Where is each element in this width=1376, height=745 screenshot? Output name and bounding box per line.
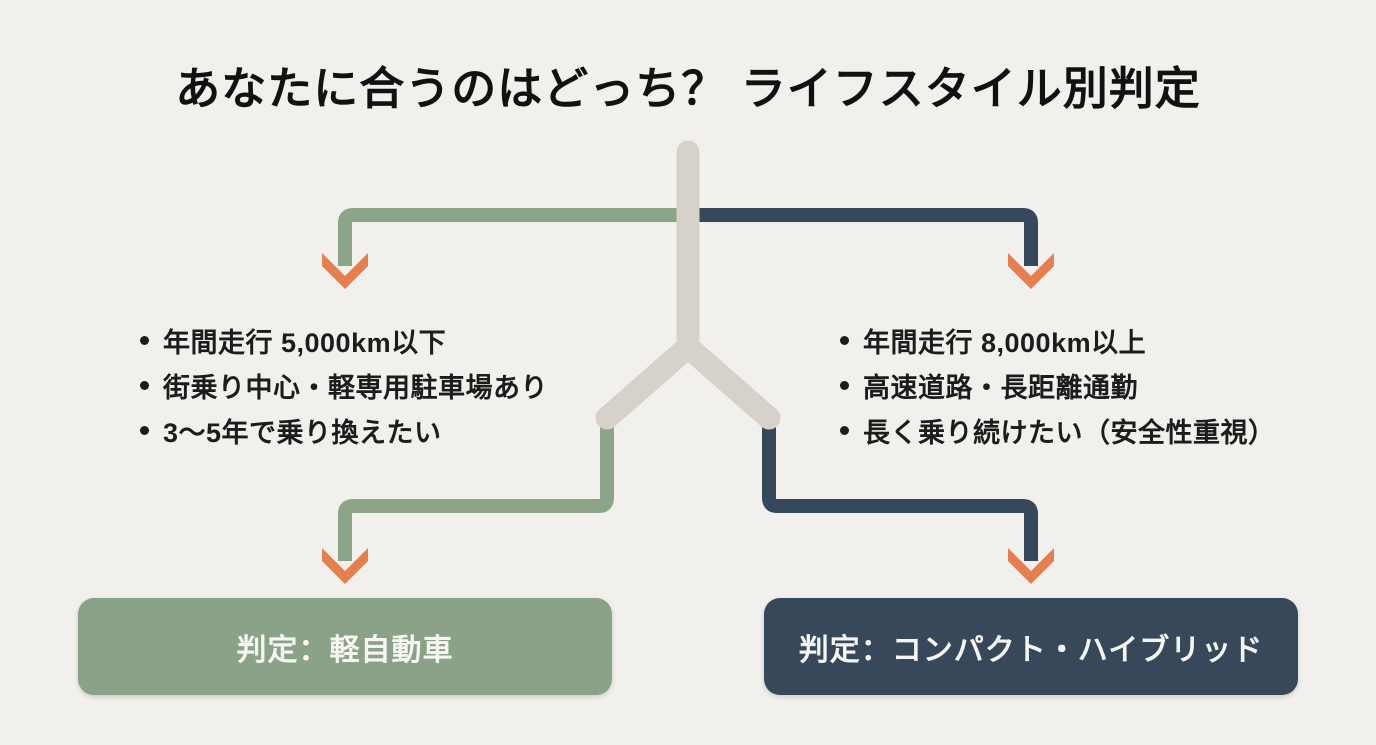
arrow-down-icon [322,548,368,584]
criteria-text: 街乗り中心・軽専用駐車場あり [163,373,548,403]
bullet-dot-icon [140,426,149,435]
right-branch-top-line [688,208,1038,266]
criteria-text: 年間走行 5,000km以下 [163,328,447,358]
bullet-dot-icon [140,381,149,390]
left-branch-top-line [338,208,688,266]
list-item: 街乗り中心・軽専用駐車場あり [140,363,548,408]
arrow-down-icon [1008,548,1054,584]
list-item: 長く乗り続けたい（安全性重視） [840,408,1276,453]
arrow-down-icon [322,253,368,289]
arrow-down-icon [1008,253,1054,289]
criteria-text: 年間走行 8,000km以上 [863,328,1147,358]
page-title: あなたに合うのはどっち？ ライフスタイル別判定 [175,63,1201,114]
trunk-line [595,140,781,430]
criteria-text: 3〜5年で乗り換えたい [163,418,442,448]
list-item: 年間走行 8,000km以上 [840,318,1276,363]
criteria-text: 高速道路・長距離通勤 [863,373,1138,403]
list-item: 高速道路・長距離通勤 [840,363,1276,408]
verdict-box-compact-hybrid: 判定：コンパクト・ハイブリッド [764,598,1298,695]
right-branch-bottom-line [762,414,1038,561]
left-branch-bottom-line [338,414,614,561]
bullet-dot-icon [140,336,149,345]
list-item: 3〜5年で乗り換えたい [140,408,548,453]
criteria-text: 長く乗り続けたい（安全性重視） [863,418,1276,448]
list-item: 年間走行 5,000km以下 [140,318,548,363]
bullet-dot-icon [840,336,849,345]
bullet-dot-icon [840,381,849,390]
left-criteria-list: 年間走行 5,000km以下 街乗り中心・軽専用駐車場あり 3〜5年で乗り換えた… [140,318,548,453]
verdict-box-kei-car: 判定：軽自動車 [78,598,612,695]
right-criteria-list: 年間走行 8,000km以上 高速道路・長距離通勤 長く乗り続けたい（安全性重視… [840,318,1276,453]
bullet-dot-icon [840,426,849,435]
